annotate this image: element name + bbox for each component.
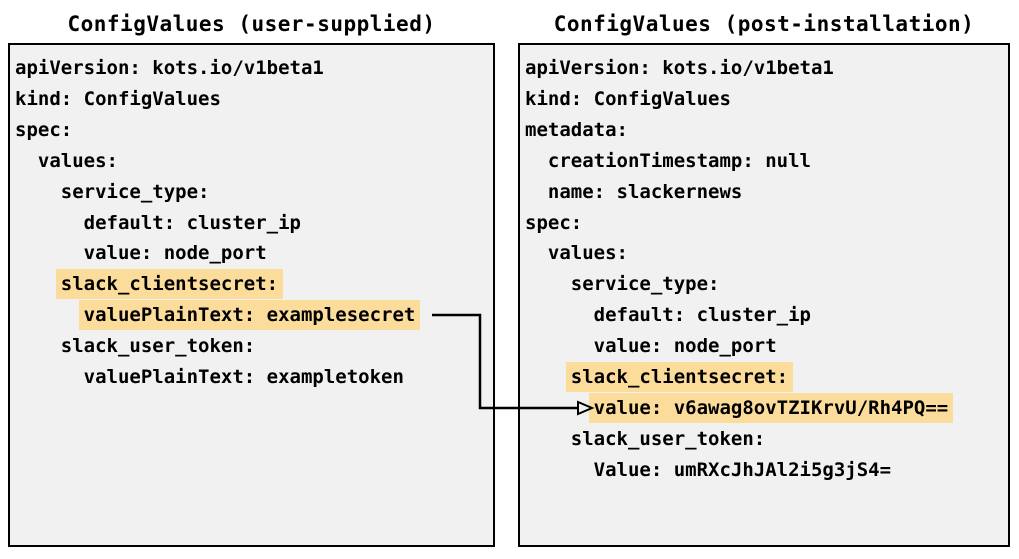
code-text: default: cluster_ip xyxy=(83,211,301,234)
code-text: slack_user_token: xyxy=(570,427,766,450)
code-line: value: node_port xyxy=(525,331,1003,362)
code-line: apiVersion: kots.io/v1beta1 xyxy=(15,53,488,84)
indent xyxy=(15,304,84,326)
code-line: kind: ConfigValues xyxy=(525,84,1003,115)
code-line: apiVersion: kots.io/v1beta1 xyxy=(525,53,1003,84)
code-text: apiVersion: kots.io/v1beta1 xyxy=(525,57,834,79)
indent xyxy=(525,428,571,450)
indent xyxy=(525,335,594,357)
code-line: kind: ConfigValues xyxy=(15,84,488,115)
code-text: spec: xyxy=(525,211,583,234)
highlighted-text: slack_clientsecret: xyxy=(565,362,794,393)
indent xyxy=(15,366,84,388)
code-block: apiVersion: kots.io/v1beta1 kind: ConfigV… xyxy=(10,45,493,401)
code-line: valuePlainText: exampletoken xyxy=(15,362,488,393)
code-line: spec: xyxy=(15,115,488,146)
indent xyxy=(15,150,38,172)
code-text: service_type: xyxy=(570,273,720,296)
code-line: slack_clientsecret: xyxy=(15,269,488,300)
indent xyxy=(15,181,61,203)
code-line: values: xyxy=(15,146,488,177)
code-line: service_type: xyxy=(525,269,1003,300)
code-text: kind: ConfigValues xyxy=(525,87,731,110)
code-text: values: xyxy=(37,149,118,172)
highlighted-text: slack_clientsecret: xyxy=(55,269,284,300)
code-line: creationTimestamp: null xyxy=(525,146,1003,177)
code-line: values: xyxy=(525,238,1003,269)
code-text: default: cluster_ip xyxy=(593,304,811,327)
code-line: value: v6awag8ovTZIKrvU/Rh4PQ== xyxy=(525,392,1003,424)
code-line: name: slackernews xyxy=(525,177,1003,208)
indent xyxy=(525,366,571,388)
code-text: name: slackernews xyxy=(547,180,743,203)
code-text: slack_user_token: xyxy=(60,335,256,358)
indent xyxy=(15,242,84,264)
code-text: apiVersion: kots.io/v1beta1 xyxy=(15,57,324,79)
code-line: Value: umRXcJhJAl2i5g3jS4= xyxy=(525,455,1003,486)
code-text: value: node_port xyxy=(83,242,267,265)
indent xyxy=(525,397,594,419)
code-line: slack_user_token: xyxy=(15,331,488,362)
code-text: valuePlainText: exampletoken xyxy=(83,366,404,389)
code-block: apiVersion: kots.io/v1beta1 kind: ConfigV… xyxy=(520,45,1008,494)
code-text: values: xyxy=(547,242,628,265)
code-line: value: node_port xyxy=(15,238,488,269)
indent xyxy=(525,273,571,295)
code-line: default: cluster_ip xyxy=(525,300,1003,331)
indent xyxy=(525,459,594,481)
code-text: value: node_port xyxy=(593,335,777,358)
code-line: valuePlainText: examplesecret xyxy=(15,300,488,331)
code-text: kind: ConfigValues xyxy=(15,87,221,110)
highlighted-text: valuePlainText: examplesecret xyxy=(78,300,421,331)
user-supplied-config-panel: apiVersion: kots.io/v1beta1 kind: ConfigV… xyxy=(8,43,495,547)
code-line: service_type: xyxy=(15,177,488,208)
left-panel-title: ConfigValues (user-supplied) xyxy=(67,12,436,36)
post-installation-config-panel: apiVersion: kots.io/v1beta1 kind: ConfigV… xyxy=(518,43,1010,547)
right-panel-title: ConfigValues (post-installation) xyxy=(553,12,975,36)
code-line: default: cluster_ip xyxy=(15,208,488,239)
code-line: slack_clientsecret: xyxy=(525,362,1003,393)
code-text: metadata: xyxy=(525,118,628,141)
code-text: service_type: xyxy=(60,180,210,203)
code-line: slack_user_token: xyxy=(525,424,1003,455)
indent xyxy=(525,242,548,264)
indent xyxy=(15,273,61,295)
indent xyxy=(525,150,548,172)
code-text: creationTimestamp: null xyxy=(547,149,811,172)
code-line: spec: xyxy=(525,208,1003,239)
code-line: metadata: xyxy=(525,115,1003,146)
code-text: spec: xyxy=(15,118,73,141)
indent xyxy=(525,304,594,326)
indent xyxy=(15,335,61,357)
highlighted-text: value: v6awag8ovTZIKrvU/Rh4PQ== xyxy=(588,392,954,423)
indent xyxy=(525,181,548,203)
code-text: Value: umRXcJhJAl2i5g3jS4= xyxy=(593,458,892,481)
indent xyxy=(15,212,84,234)
